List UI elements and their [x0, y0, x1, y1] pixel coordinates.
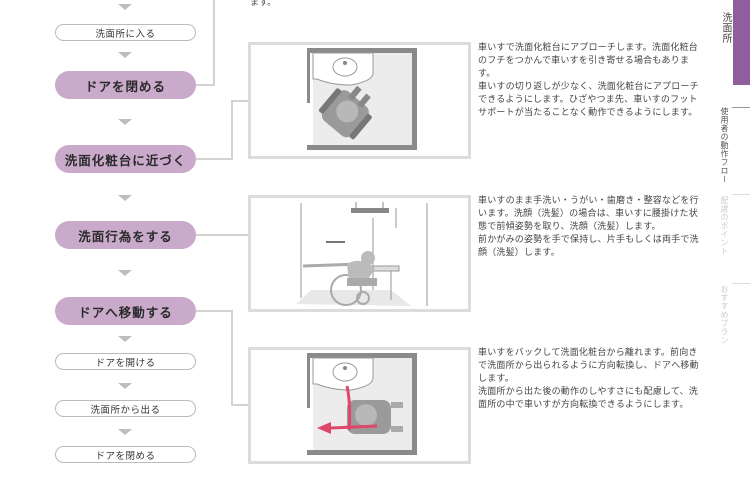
- side-nav-divider: [732, 194, 750, 195]
- flow-arrow-down-icon: [118, 52, 132, 58]
- flow-step-move-to-door: ドアへ移動する: [55, 297, 196, 325]
- continued-text: ます。: [250, 0, 277, 8]
- side-nav-active-marker: [733, 0, 750, 85]
- flow-step-close-door: ドアを閉める: [55, 71, 196, 99]
- description-washing: 車いすのまま手洗い・うがい・歯磨き・整容などを行います。洗顔（洗髪）の場合は、車…: [478, 196, 699, 258]
- flow-arrow-down-icon: [118, 429, 132, 435]
- figure-approach-vanity: [248, 42, 471, 159]
- side-nav-item-plans[interactable]: おすすめプラン: [720, 285, 729, 345]
- side-nav-divider: [732, 107, 750, 108]
- flow-step-approach-vanity: 洗面化粧台に近づく: [55, 145, 196, 173]
- flow-arrow-down-icon: [118, 4, 132, 10]
- description-turn-to-door: 車いすをバックして洗面化粧台から離れます。前向きで洗面所から出られるように方向転…: [478, 348, 699, 410]
- flow-step-open-door: ドアを開ける: [55, 353, 196, 370]
- figure-turn-to-door: [248, 347, 471, 464]
- side-nav-divider: [732, 283, 750, 284]
- side-nav-item-washroom[interactable]: 洗面所: [720, 12, 731, 44]
- wheelchair-approach-plan-icon: [307, 48, 417, 150]
- flow-arrow-down-icon: [118, 195, 132, 201]
- flow-arrow-down-icon: [118, 383, 132, 389]
- flow-arrow-down-icon: [118, 270, 132, 276]
- description-approach-vanity: 車いすで洗面化粧台にアプローチします。洗面化粧台のフチをつかんで車いすを引き寄せ…: [478, 43, 699, 118]
- flow-arrow-down-icon: [118, 119, 132, 125]
- side-nav-item-user-flow[interactable]: 使用者の動作フロー: [720, 107, 729, 184]
- wheelchair-washing-side-icon: [296, 202, 428, 306]
- figure-washing: [248, 195, 471, 312]
- flow-step-exit-washroom: 洗面所から出る: [55, 400, 196, 417]
- flow-arrow-down-icon: [118, 336, 132, 342]
- flow-step-enter-washroom: 洗面所に入る: [55, 24, 196, 41]
- side-nav-item-points[interactable]: 配慮のポイント: [720, 196, 729, 256]
- flow-step-close-door-final: ドアを閉める: [55, 446, 196, 463]
- wheelchair-turning-plan-icon: [307, 353, 417, 455]
- flow-step-washing: 洗面行為をする: [55, 221, 196, 249]
